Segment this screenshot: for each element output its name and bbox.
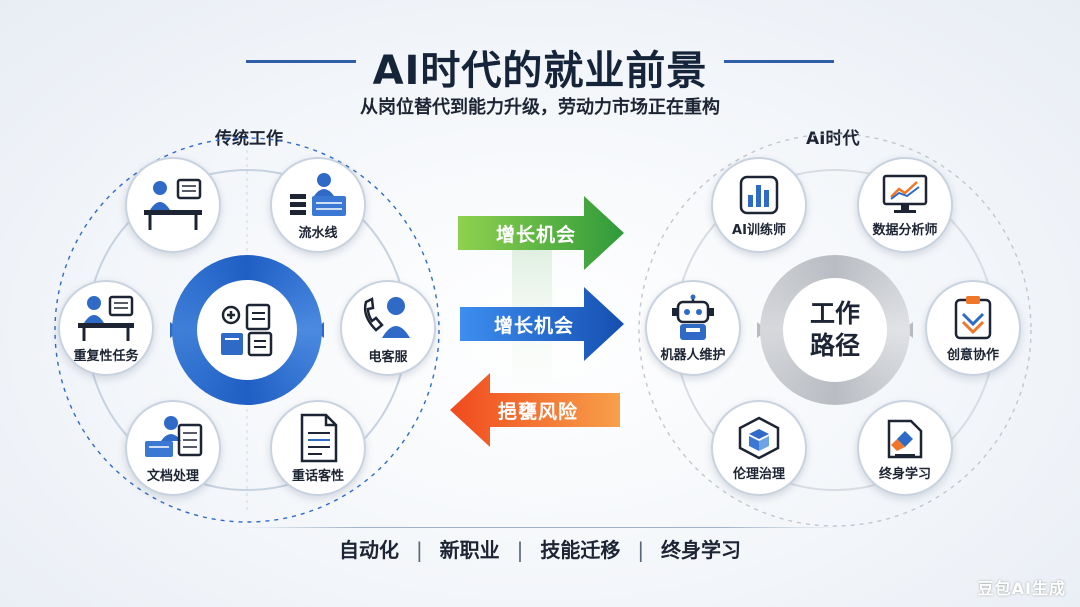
arrow-bottom-label: 挹甕风险 — [498, 400, 579, 423]
node-data-analyst-label: 数据分析师 — [872, 222, 938, 238]
repetitive-worker-icon — [78, 295, 134, 341]
summary-item-new-jobs: 新职业 — [439, 538, 500, 562]
node-lifelong-learning: 终身学习 — [857, 400, 953, 496]
node-document-bottom-label: 重话客性 — [291, 468, 344, 484]
bottom-summary: 自动化 | 新职业 | 技能迁移 | 终身学习 — [0, 534, 1080, 563]
node-assembly-line-label: 流水线 — [298, 225, 338, 241]
right-hub-work-path: 工作 路径 — [760, 255, 910, 405]
summary-separator: | — [415, 538, 423, 562]
arrow-top-label: 增长机会 — [496, 223, 577, 246]
page-subtitle: 从岗位替代到能力升级，劳动力市场正在重构 — [360, 97, 720, 118]
node-repetitive-tasks-label: 重复性任务 — [73, 348, 139, 364]
arrow-growth-opportunity-middle: 增长机会 — [460, 287, 624, 361]
node-office-desk — [125, 157, 221, 253]
right-hub-line1: 工作 — [809, 299, 860, 328]
node-robot-maintenance-label: 机器人维护 — [660, 347, 726, 363]
right-hub-line2: 路径 — [809, 331, 860, 360]
left-section-label: 传统工作 — [215, 129, 283, 149]
node-ai-trainer: AI训练师 — [711, 157, 807, 253]
left-outer-dashed-ring — [54, 137, 440, 523]
node-document-processing: 文档处理 — [125, 400, 221, 496]
summary-item-skill-transfer: 技能迁移 — [540, 538, 621, 562]
document-icon — [300, 413, 338, 462]
node-ai-trainer-label: AI训练师 — [732, 222, 786, 238]
node-ethics-governance: 伦理治理 — [711, 400, 807, 496]
documents-calculator-icon — [221, 303, 273, 357]
node-document-processing-label: 文档处理 — [146, 468, 199, 484]
node-phone-service: 电客服 — [340, 280, 436, 376]
right-outer-dashed-ring — [638, 133, 1032, 527]
watermark: 豆包AI生成 — [977, 579, 1066, 598]
node-robot-maintenance: 机器人维护 — [645, 280, 741, 376]
summary-item-automation: 自动化 — [338, 538, 399, 562]
typing-worker-icon — [145, 415, 203, 457]
arrow-middle-label: 增长机会 — [494, 314, 575, 337]
node-creative-collab-label: 创意协作 — [946, 347, 999, 363]
node-repetitive-tasks: 重复性任务 — [58, 280, 154, 376]
node-assembly-line: 流水线 — [270, 157, 366, 253]
node-phone-service-label: 电客服 — [368, 349, 408, 365]
orange-left-arrow — [450, 373, 620, 447]
clipboard-check-icon — [954, 295, 992, 339]
blue-right-arrow — [460, 287, 624, 361]
monitor-chart-icon — [882, 174, 928, 213]
arrow-risk: 挹甕风险 — [450, 373, 620, 447]
phone-agent-icon — [363, 296, 410, 338]
left-hub-inner — [197, 280, 297, 380]
arrow-growth-opportunity-top: 增长机会 — [458, 196, 624, 270]
node-document-bottom: 重话客性 — [270, 400, 366, 496]
green-right-arrow — [458, 196, 624, 270]
summary-separator: | — [637, 538, 645, 562]
title-rule-left — [246, 60, 356, 63]
node-ethics-governance-label: 伦理治理 — [732, 466, 785, 482]
robot-icon — [672, 294, 714, 340]
page-title: AI时代的就业前景 — [372, 48, 708, 94]
node-lifelong-learning-label: 终身学习 — [878, 466, 931, 482]
right-hub-inner: 工作 路径 — [783, 278, 887, 382]
summary-separator: | — [516, 538, 524, 562]
bar-chart-icon — [739, 175, 779, 214]
node-data-analyst: 数据分析师 — [857, 157, 953, 253]
assembly-worker-icon — [290, 172, 346, 216]
right-section-label: AI时代 — [806, 129, 860, 149]
cube-shield-icon — [738, 416, 780, 459]
title-rule-right — [724, 60, 834, 63]
book-learning-icon — [887, 419, 923, 458]
summary-item-lifelong-learning: 终身学习 — [661, 538, 742, 562]
node-creative-collab: 创意协作 — [925, 280, 1021, 376]
desk-worker-icon — [144, 178, 202, 230]
bottom-divider — [240, 527, 840, 528]
left-hub-traditional — [172, 255, 322, 405]
